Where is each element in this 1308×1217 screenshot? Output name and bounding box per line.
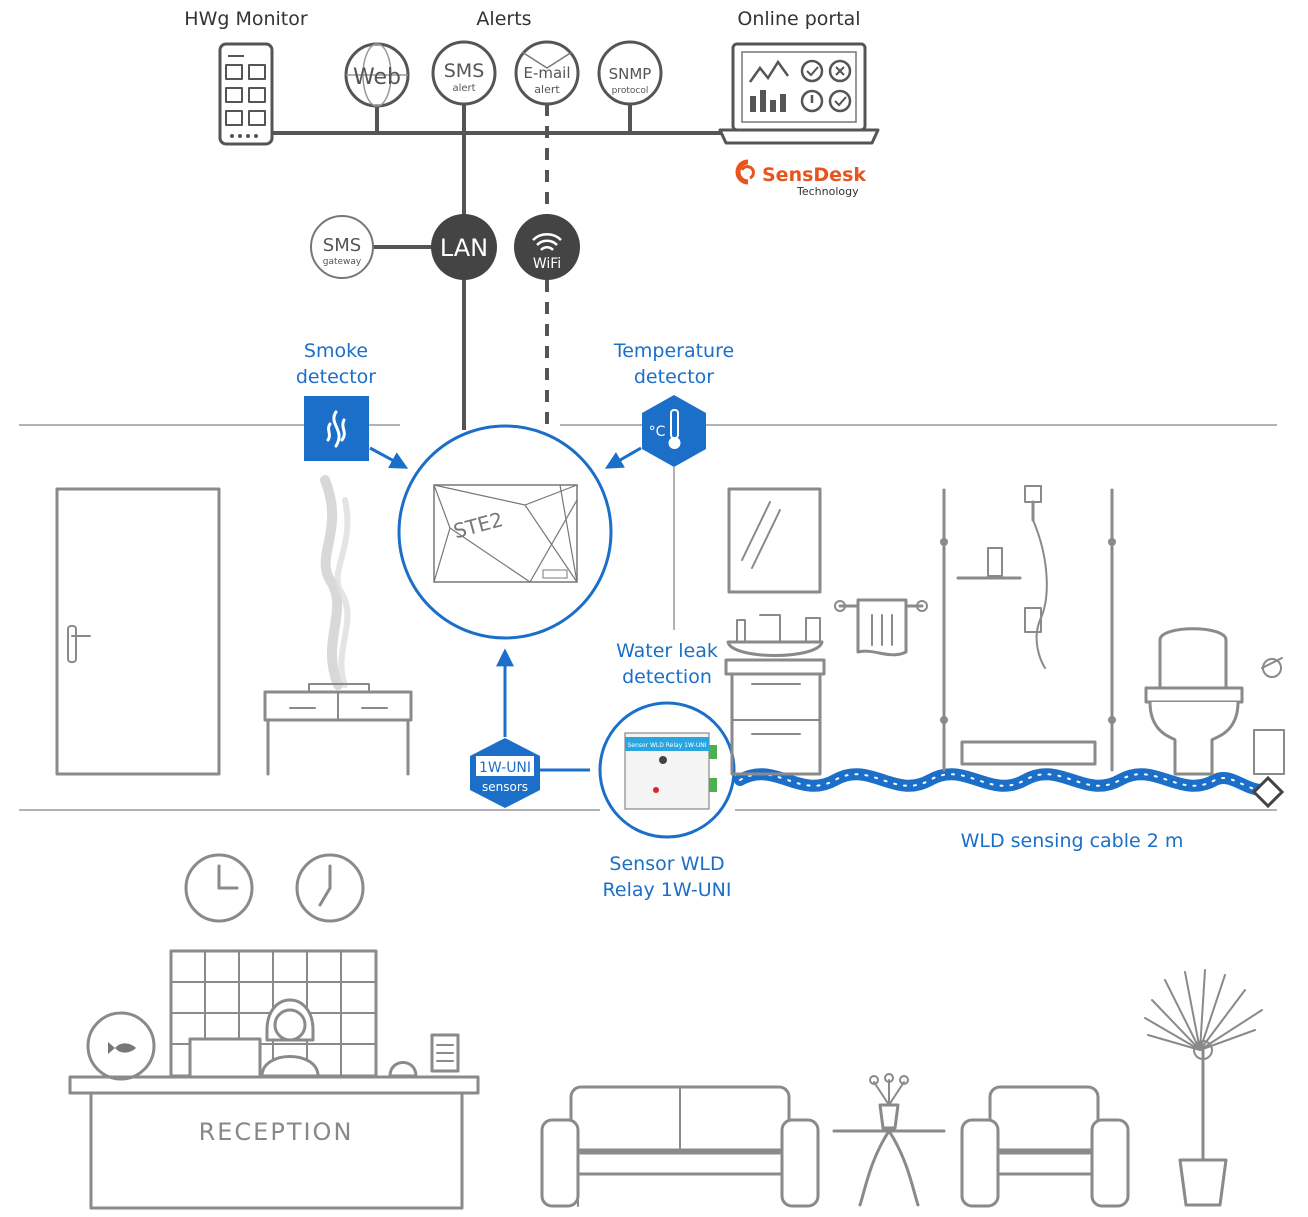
smoke-detector-icon[interactable] [304, 396, 369, 461]
clock-left-icon [184, 853, 254, 923]
water-leak-label-1: Water leak [616, 640, 718, 662]
sensor-wld-label-1: Sensor WLD [609, 853, 724, 875]
snmp-protocol-icon[interactable]: SNMP protocol [597, 40, 663, 106]
sms-gateway-sub: gateway [323, 257, 362, 267]
web-globe-icon[interactable]: Web [344, 42, 410, 108]
laptop-icon [718, 42, 880, 145]
wld-sensing-cable [734, 768, 1285, 809]
mirror-illustration [727, 487, 822, 594]
uni-sensors-icon[interactable]: 1W-UNI sensors [470, 738, 540, 808]
online-portal-label: Online portal [737, 8, 860, 30]
temperature-detector-icon[interactable]: °C [642, 395, 706, 467]
sms-gateway-text: SMS [323, 235, 361, 256]
snmp-sub: protocol [612, 86, 649, 96]
web-icon-text: Web [353, 65, 401, 90]
wld-cable-label: WLD sensing cable 2 m [961, 830, 1184, 852]
email-alert-icon[interactable]: E-mail alert [514, 40, 580, 106]
lan-icon[interactable]: LAN [431, 214, 497, 280]
uni-text: 1W-UNI [479, 760, 531, 776]
celsius-text: °C [649, 424, 666, 440]
temperature-detector-label-1: Temperature [613, 340, 734, 362]
wld-relay-device[interactable]: Sensor WLD Relay 1W-UNI [598, 701, 736, 839]
reception-desk [68, 1075, 480, 1210]
snmp-text: SNMP [609, 65, 652, 83]
temperature-arrow [604, 446, 642, 469]
desk-bell-icon [388, 1061, 418, 1078]
lan-text: LAN [440, 234, 488, 262]
toilet-illustration [1144, 627, 1285, 776]
uni-sub: sensors [482, 780, 528, 794]
door-illustration [55, 487, 221, 776]
towel-illustration [834, 598, 928, 657]
sensor-wld-label-2: Relay 1W-UNI [603, 879, 732, 901]
brand-name: SensDesk [762, 164, 866, 186]
document-stand-icon [430, 1033, 460, 1073]
smoke-arrow [369, 446, 409, 469]
clock-right-icon [295, 853, 365, 923]
sofa-illustration [540, 1085, 820, 1208]
ste2-device[interactable]: STE2 [397, 424, 613, 640]
email-alert-text: E-mail [523, 64, 570, 82]
receptionist-illustration [188, 998, 320, 1079]
sensdesk-logo: SensDesk Technology [735, 159, 866, 198]
water-leak-label-2: detection [622, 666, 712, 688]
sink-cabinet-illustration [724, 614, 826, 776]
reception-sign: RECEPTION [199, 1118, 354, 1146]
email-alert-sub: alert [534, 83, 560, 96]
brand-sub: Technology [796, 185, 859, 198]
temperature-detector-label-2: detector [634, 366, 714, 388]
shower-illustration [940, 485, 1116, 772]
relay-panel-text: Sensor WLD Relay 1W-UNI [628, 742, 707, 749]
sms-gateway-icon[interactable]: SMS gateway [310, 215, 374, 279]
smoke-detector-label-1: Smoke [304, 340, 368, 362]
alerts-label: Alerts [476, 8, 531, 30]
hwg-monitor-label: HWg Monitor [184, 8, 308, 30]
wifi-text: WiFi [533, 256, 561, 272]
sms-alert-text: SMS [444, 60, 485, 82]
fishbowl-illustration [86, 1011, 156, 1081]
smoke-illustration [320, 475, 351, 690]
potted-plant-illustration [1144, 969, 1263, 1207]
smoke-detector-label-2: detector [296, 366, 376, 388]
phone-icon [218, 42, 274, 146]
armchair-illustration [960, 1085, 1130, 1208]
sms-alert-sub: alert [452, 83, 475, 94]
sms-alert-icon[interactable]: SMS alert [431, 40, 497, 106]
coffee-table-illustration [832, 1073, 946, 1207]
wifi-icon[interactable]: WiFi [514, 214, 580, 280]
side-table-illustration [263, 683, 413, 776]
